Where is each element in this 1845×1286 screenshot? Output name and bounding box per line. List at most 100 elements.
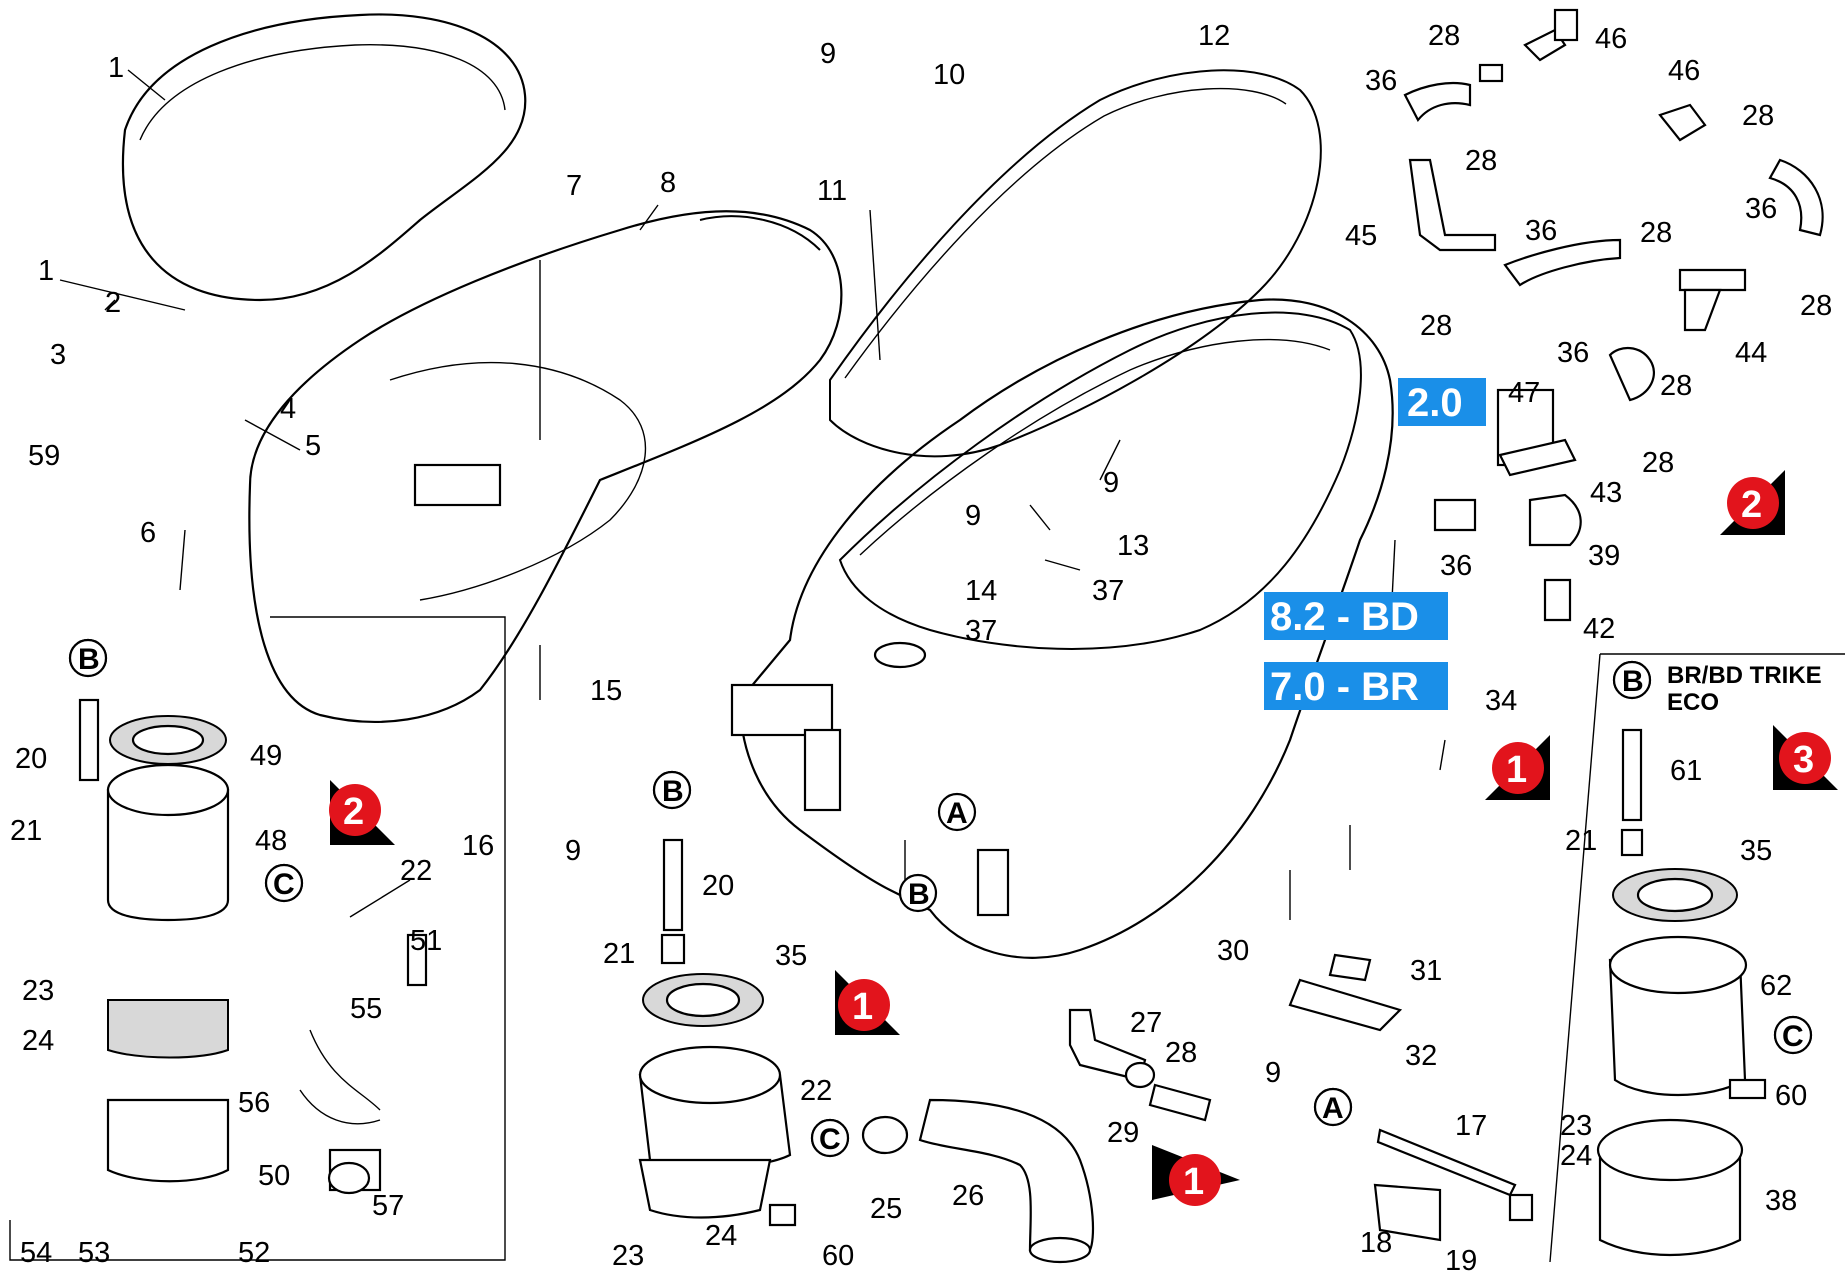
variant-8-2-bd: 8.2 - BD [1270,595,1419,639]
callout-6-screw: 6 [140,517,156,549]
callout-labels: 1 1 2 3 4 5 59 6 7 8 9 10 11 12 28 46 36… [10,20,1832,1277]
callout-21-left: 21 [10,815,42,847]
callout-28-d: 28 [1640,217,1672,249]
ref-c-left: C [273,868,295,901]
callout-28-a: 28 [1428,20,1460,52]
leader-lines [59,69,1446,920]
callout-16: 16 [462,830,494,862]
callout-30: 30 [1217,935,1249,967]
callout-20-left: 20 [15,743,47,775]
callout-55: 55 [350,993,382,1025]
callout-49: 49 [250,740,282,772]
callout-4-washer: 4 [280,393,296,425]
ref-b-left: B [78,643,100,676]
eco-heading-line2: ECO [1667,689,1719,716]
callout-18: 18 [1360,1227,1392,1259]
callout-57: 57 [372,1190,404,1222]
callout-9-b: 9 [1103,467,1119,499]
svg-text:1: 1 [1506,749,1527,791]
eco-heading-line1: BR/BD TRIKE [1667,662,1822,689]
drain-fittings [1068,953,1403,1122]
callout-59-cable: 59 [28,440,60,472]
variant-box-2-0 [1398,378,1486,426]
callout-46-a: 46 [1595,23,1627,55]
callout-13: 13 [1117,530,1149,562]
callout-28-g: 28 [1660,370,1692,402]
callout-50: 50 [258,1160,290,1192]
callout-23-left: 23 [22,975,54,1007]
section-mark-1-tank: 1 [1485,735,1550,800]
callout-54: 54 [20,1237,52,1269]
callout-53: 53 [78,1237,110,1269]
callout-37-a: 37 [965,615,997,647]
callout-29: 29 [1107,1117,1139,1149]
callout-46-b: 46 [1668,55,1700,87]
svg-text:3: 3 [1793,739,1814,781]
callout-28-drain: 28 [1165,1037,1197,1069]
callout-28-h: 28 [1642,447,1674,479]
callout-34: 34 [1485,685,1517,717]
ref-a-tank: A [946,797,968,830]
callout-3-switch: 3 [50,339,66,371]
callout-36-b: 36 [1745,193,1777,225]
variant-labels: 2.0 8.2 - BD 7.0 - BR [1264,378,1486,710]
section-markers: 2 2 1 1 1 3 [329,470,1838,1206]
callout-8-shell: 8 [660,167,676,199]
seat-base-shell [248,210,843,723]
section-mark-1-center: 1 [835,970,900,1035]
callout-24-center: 24 [705,1220,737,1252]
callout-20-center: 20 [702,870,734,902]
callout-14: 14 [965,575,997,607]
variant-box-7-0-br [1264,662,1448,710]
callout-36-a: 36 [1365,65,1397,97]
callout-52: 52 [238,1237,270,1269]
variant-7-0-br: 7.0 - BR [1270,665,1419,709]
tank-body [730,298,1394,959]
callout-62: 62 [1760,970,1792,1002]
callout-28-b: 28 [1465,145,1497,177]
hose-fittings-group [1403,8,1824,622]
section-mark-2-left: 2 [329,780,395,845]
callout-9-e: 9 [1265,1057,1281,1089]
callout-17: 17 [1455,1110,1487,1142]
ref-a-bracket: A [1322,1092,1344,1125]
callout-11-plate: 11 [817,175,847,207]
svg-text:2: 2 [1741,484,1762,526]
callout-28-e: 28 [1800,290,1832,322]
callout-48: 48 [255,825,287,857]
callout-2-screw: 2 [105,287,121,319]
callout-44: 44 [1735,337,1767,369]
callout-43: 43 [1590,477,1622,509]
callout-38: 38 [1765,1185,1797,1217]
callout-56: 56 [238,1087,270,1119]
callout-25: 25 [870,1193,902,1225]
callout-42: 42 [1583,613,1615,645]
callout-9-c: 9 [965,500,981,532]
callout-9-d: 9 [565,835,581,867]
callout-35-right: 35 [1740,835,1772,867]
seat-cushion [121,13,527,302]
callout-24-right: 24 [1560,1140,1592,1172]
callout-5-nut: 5 [305,430,321,462]
callout-37-b: 37 [1092,575,1124,607]
callout-36-d: 36 [1557,337,1589,369]
callout-26: 26 [952,1180,984,1212]
callout-35-center: 35 [775,940,807,972]
callout-12-gasket: 12 [1198,20,1230,52]
callout-31: 31 [1410,955,1442,987]
variant-2-0: 2.0 [1407,381,1463,425]
callout-9-top: 9 [820,38,836,70]
callout-28-f: 28 [1420,310,1452,342]
ref-b-center: B [662,775,684,808]
section-mark-2-right: 2 [1720,470,1785,535]
ref-b-right: B [1622,665,1644,698]
callout-23-right: 23 [1560,1110,1592,1142]
variant-box-8-2-bd [1264,592,1448,640]
callout-45: 45 [1345,220,1377,252]
callout-21-center: 21 [603,938,635,970]
ref-b-tank: B [908,878,930,911]
callout-36-e: 36 [1440,550,1472,582]
callout-22-left: 22 [400,855,432,887]
ref-c-center: C [819,1123,841,1156]
